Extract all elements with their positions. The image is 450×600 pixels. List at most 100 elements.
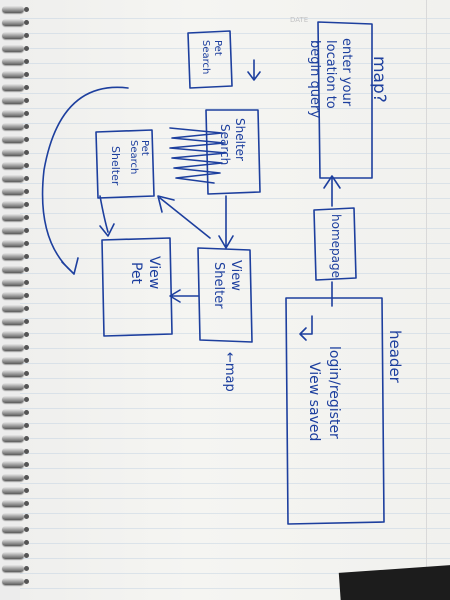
map-box-text: enter your location to begin query bbox=[307, 38, 354, 118]
ruled-line bbox=[20, 363, 450, 364]
spiral-coil bbox=[2, 149, 24, 156]
spiral-coil bbox=[2, 487, 24, 494]
spiral-coil bbox=[2, 422, 24, 429]
shelter-search-text: Shelter Search bbox=[218, 118, 247, 165]
view-shelter-line-2: Shelter bbox=[211, 262, 226, 309]
punch-hole bbox=[24, 33, 29, 38]
punch-hole bbox=[24, 59, 29, 64]
spiral-coil bbox=[2, 383, 24, 390]
spiral-coil bbox=[2, 32, 24, 39]
punch-hole bbox=[24, 371, 29, 376]
spiral-coil bbox=[2, 201, 24, 208]
ruled-line bbox=[20, 513, 450, 514]
spiral-coil bbox=[2, 279, 24, 286]
down-arrow-top bbox=[247, 59, 261, 81]
shelter-search-to-view-shelter-arrow bbox=[218, 195, 234, 249]
spiral-coil bbox=[2, 396, 24, 403]
punch-hole bbox=[24, 501, 29, 506]
spiral-coil bbox=[2, 45, 24, 52]
pet-search-middle-text: Pet Search Shelter bbox=[109, 140, 150, 186]
punch-hole bbox=[24, 488, 29, 493]
punch-hole bbox=[24, 280, 29, 285]
punch-hole bbox=[24, 423, 29, 428]
spiral-coil bbox=[2, 110, 24, 117]
punch-hole bbox=[24, 267, 29, 272]
spiral-coil bbox=[2, 474, 24, 481]
spiral-coil bbox=[2, 292, 24, 299]
punch-hole bbox=[24, 124, 29, 129]
ruled-line bbox=[20, 528, 450, 529]
pet-search-top-line-1: Pet bbox=[212, 40, 223, 56]
punch-hole bbox=[24, 319, 29, 324]
homepage-box bbox=[313, 207, 357, 281]
ruled-line bbox=[20, 543, 450, 544]
pet-search-box-top bbox=[187, 30, 233, 89]
spiral-coil bbox=[2, 500, 24, 507]
pet-search-box-middle bbox=[95, 129, 155, 199]
spiral-coil bbox=[2, 227, 24, 234]
punch-hole bbox=[24, 215, 29, 220]
view-shelter-text: View Shelter bbox=[211, 260, 243, 309]
punch-hole bbox=[24, 462, 29, 467]
punch-hole bbox=[24, 293, 29, 298]
view-shelter-to-pet-search-arrow bbox=[157, 195, 211, 239]
ruled-line bbox=[20, 63, 450, 64]
ruled-line bbox=[20, 108, 450, 109]
spiral-coil bbox=[2, 97, 24, 104]
view-shelter-to-view-pet-arrow bbox=[169, 289, 199, 303]
header-label: header bbox=[386, 330, 404, 384]
map-text-line-3: begin query bbox=[307, 40, 322, 118]
spiral-coil bbox=[2, 448, 24, 455]
ruled-line bbox=[20, 378, 450, 379]
ruled-line bbox=[20, 333, 450, 334]
homepage-to-map-arrow bbox=[323, 175, 341, 207]
login-register-label: login/register bbox=[326, 346, 342, 439]
punch-hole bbox=[24, 202, 29, 207]
ruled-line bbox=[20, 438, 450, 439]
punch-hole bbox=[24, 384, 29, 389]
ruled-line bbox=[20, 243, 450, 244]
view-shelter-box bbox=[197, 247, 253, 343]
spiral-coil bbox=[2, 188, 24, 195]
shelter-search-box bbox=[205, 109, 261, 195]
spiral-coil bbox=[2, 58, 24, 65]
punch-hole bbox=[24, 111, 29, 116]
ruled-line bbox=[20, 453, 450, 454]
punch-hole bbox=[24, 137, 29, 142]
spiral-coil bbox=[2, 19, 24, 26]
ruled-line bbox=[20, 213, 450, 214]
ruled-line bbox=[20, 138, 450, 139]
spiral-binding bbox=[0, 0, 30, 600]
spiral-coil bbox=[2, 162, 24, 169]
punch-hole bbox=[24, 345, 29, 350]
spiral-coil bbox=[2, 578, 24, 585]
ruled-line bbox=[20, 273, 450, 274]
ruled-line bbox=[20, 258, 450, 259]
punch-hole bbox=[24, 228, 29, 233]
ruled-line bbox=[20, 318, 450, 319]
spiral-coil bbox=[2, 370, 24, 377]
map-box-outline bbox=[317, 21, 373, 179]
ruled-line bbox=[20, 423, 450, 424]
punch-hole bbox=[24, 163, 29, 168]
spiral-coil bbox=[2, 357, 24, 364]
ruled-line bbox=[20, 348, 450, 349]
punch-hole bbox=[24, 98, 29, 103]
punch-hole bbox=[24, 566, 29, 571]
pet-search-to-view-pet-arrow bbox=[99, 195, 115, 237]
pet-search-top-text: Pet Search bbox=[200, 40, 223, 74]
punch-hole bbox=[24, 358, 29, 363]
spiral-coil bbox=[2, 214, 24, 221]
punch-hole bbox=[24, 553, 29, 558]
notebook-page bbox=[20, 0, 450, 600]
punch-hole bbox=[24, 397, 29, 402]
punch-hole bbox=[24, 20, 29, 25]
punch-hole bbox=[24, 241, 29, 246]
spiral-coil bbox=[2, 318, 24, 325]
ruled-line bbox=[20, 393, 450, 394]
spiral-coil bbox=[2, 266, 24, 273]
view-pet-line-1: View bbox=[146, 256, 162, 289]
view-shelter-line-1: View bbox=[228, 260, 243, 291]
punch-hole bbox=[24, 7, 29, 12]
